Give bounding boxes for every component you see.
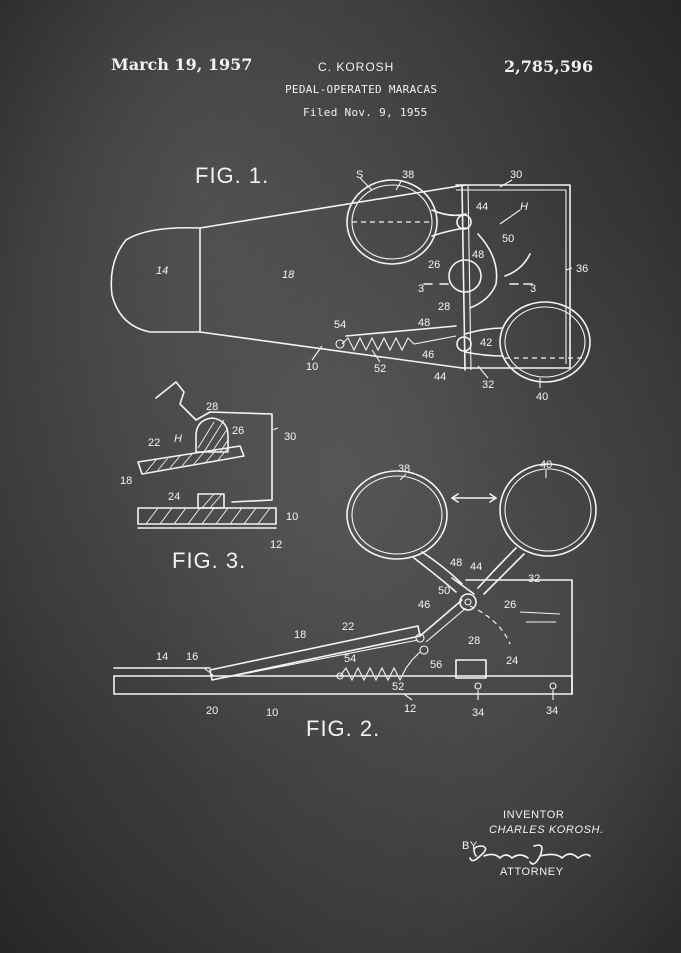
fig3-label-24: 24	[168, 491, 180, 503]
fig1-drawing: S 38 30 44 H 50 48 26 3 3 36 14 18 28 54…	[110, 169, 591, 403]
fig3-label-12: 12	[270, 539, 282, 551]
patent-title: PEDAL-OPERATED MARACAS	[285, 83, 438, 96]
fig3-label-h: H	[174, 433, 182, 445]
fig2-label-56: 56	[430, 659, 442, 671]
fig1-label-h: H	[520, 201, 528, 213]
fig2-label-22: 22	[342, 621, 354, 633]
fig1-label-44: 44	[476, 201, 488, 213]
fig1-housing	[455, 184, 571, 369]
fig1-label-s: S	[356, 169, 363, 181]
patent-number: 2,785,596	[504, 57, 594, 76]
fig2-caption: FIG. 2.	[306, 716, 381, 741]
fig1-pivot-26	[448, 259, 482, 293]
fig1-label-3a: 3	[418, 283, 424, 295]
fig2-label-34b: 34	[546, 705, 558, 717]
inventor-header: C. KOROSH	[318, 60, 395, 74]
fig1-shaft	[461, 184, 466, 371]
fig3-pedal	[137, 445, 245, 475]
fig3-label-30: 30	[284, 431, 296, 443]
fig2-label-28: 28	[468, 635, 480, 647]
fig3-label-22: 22	[148, 437, 160, 449]
fig1-label-38: 38	[402, 169, 414, 181]
fig3-torn-edge	[155, 381, 211, 421]
fig2-label-14: 14	[156, 651, 168, 663]
fig1-label-46: 46	[422, 349, 434, 361]
fig2-spring	[339, 651, 421, 682]
fig2-pedal	[209, 625, 421, 681]
fig2-housing	[465, 579, 573, 695]
fig2-label-24: 24	[506, 655, 518, 667]
fig1-label-30: 30	[510, 169, 522, 181]
fig2-label-34a: 34	[472, 707, 484, 719]
fig2-label-26: 26	[504, 599, 516, 611]
fig2-label-16: 16	[186, 651, 198, 663]
fig2-label-12: 12	[404, 703, 416, 715]
fig2-label-40: 40	[540, 459, 552, 471]
fig3-label-26: 26	[232, 425, 244, 437]
patent-date: March 19, 1957	[111, 55, 253, 74]
fig1-label-14: 14	[156, 265, 168, 277]
fig1-label-36: 36	[576, 263, 588, 275]
fig2-label-20: 20	[206, 705, 218, 717]
fig2-label-46: 46	[418, 599, 430, 611]
fig3-label-18: 18	[120, 475, 132, 487]
fig1-label-54: 54	[334, 319, 346, 331]
fig3-label-10: 10	[286, 511, 298, 523]
fig1-label-42: 42	[480, 337, 492, 349]
fig1-label-48: 48	[472, 249, 484, 261]
fig2-drawing: 38 40 48 44 32 50 46 26 18 22 28 14 16 5…	[113, 459, 597, 719]
fig2-label-10: 10	[266, 707, 278, 719]
by-label: BY	[462, 840, 478, 852]
fig1-label-10: 10	[306, 361, 318, 373]
fig2-label-52: 52	[392, 681, 404, 693]
inventor-name: CHARLES KOROSH.	[489, 824, 604, 836]
fig1-caption: FIG. 1.	[195, 163, 270, 188]
fig2-label-32: 32	[528, 573, 540, 585]
fig3-pivot-block	[195, 417, 229, 453]
fig1-label-44b: 44	[434, 371, 446, 383]
fig1-label-50: 50	[502, 233, 514, 245]
fig1-label-26: 26	[428, 259, 440, 271]
fig2-label-50: 50	[438, 585, 450, 597]
fig2-block-24	[455, 659, 487, 679]
fig1-label-52: 52	[374, 363, 386, 375]
attorney-label: ATTORNEY	[500, 866, 564, 878]
fig1-label-48b: 48	[418, 317, 430, 329]
fig3-base-plate	[137, 507, 277, 525]
fig2-label-44: 44	[470, 561, 482, 573]
fig3-label-28: 28	[206, 401, 218, 413]
filed-date: Filed Nov. 9, 1955	[303, 106, 428, 119]
fig1-label-18: 18	[282, 269, 295, 281]
fig1-maraca-40	[499, 301, 591, 383]
fig2-maraca-40	[499, 463, 597, 557]
fig1-base-outline	[110, 184, 466, 369]
fig2-label-38: 38	[398, 463, 410, 475]
fig1-label-40: 40	[536, 391, 548, 403]
fig1-maraca-38	[346, 179, 438, 265]
inventor-label: INVENTOR	[503, 809, 565, 821]
fig2-label-48: 48	[450, 557, 462, 569]
fig1-label-32: 32	[482, 379, 494, 391]
fig3-caption: FIG. 3.	[172, 548, 247, 573]
fig3-drawing: 28 H 26 30 22 18 24 10 12	[120, 381, 298, 551]
fig2-base	[113, 675, 573, 695]
fig1-label-28: 28	[438, 301, 450, 313]
fig1-spring	[341, 335, 457, 352]
fig2-maraca-38	[346, 470, 448, 560]
fig2-label-18: 18	[294, 629, 306, 641]
fig2-label-54: 54	[344, 653, 356, 665]
fig1-label-3b: 3	[530, 283, 536, 295]
attorney-signature	[469, 844, 591, 865]
